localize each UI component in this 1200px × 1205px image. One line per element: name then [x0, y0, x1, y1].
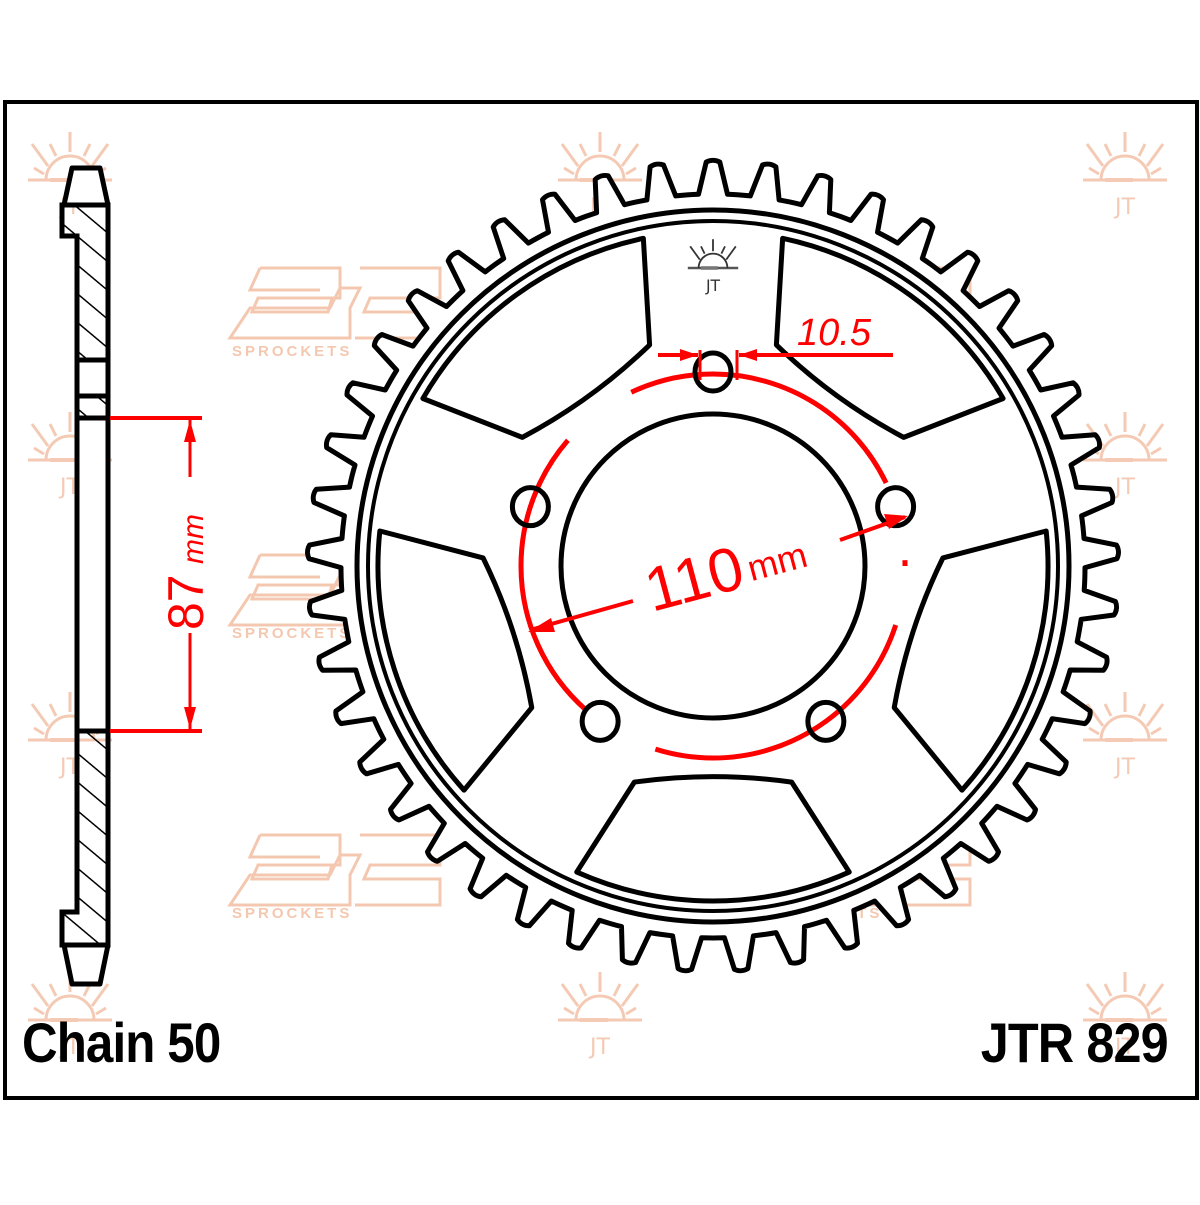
side-profile-view: [59, 165, 111, 987]
spoke-window: [891, 528, 1051, 793]
spoke-window: [420, 235, 653, 440]
bolt-hole-dimension-value: 10.5: [797, 312, 872, 354]
spoke-window: [375, 528, 535, 793]
center-sun-logo: JT: [687, 239, 739, 295]
spoke-windows: [375, 235, 1051, 904]
bore-dimension: 87 mm: [110, 416, 214, 733]
bolt-hole: [579, 699, 621, 743]
bolt-hole-dimension: 10.5: [658, 312, 893, 380]
watermark-text: SPROCKETS: [232, 343, 352, 360]
chain-size-label: Chain 50: [22, 1011, 221, 1074]
bolt-hole: [805, 699, 847, 743]
inner-rim-circle: [366, 219, 1060, 913]
bolt-hole: [509, 485, 551, 529]
spoke-window: [773, 235, 1006, 440]
center-bore: [558, 411, 868, 721]
bolt-hole: [875, 485, 917, 529]
bolt-pitch-circle: [518, 371, 908, 761]
drawing-frame: [3, 100, 1199, 1100]
bore-dimension-value: 87: [158, 574, 214, 630]
bolt-hole: [692, 350, 734, 394]
bore-dimension-unit: mm: [177, 514, 210, 564]
sprocket-front-view: JT: [305, 157, 1121, 974]
bolt-holes: [509, 350, 917, 743]
outer-rim-circle: [354, 207, 1072, 925]
spoke-window: [574, 774, 852, 904]
svg-text:JT: JT: [705, 277, 721, 295]
watermark-text: SPROCKETS: [232, 905, 352, 922]
part-number-label: JTR 829: [980, 1011, 1169, 1074]
watermark-text: SPROCKETS: [232, 625, 352, 642]
